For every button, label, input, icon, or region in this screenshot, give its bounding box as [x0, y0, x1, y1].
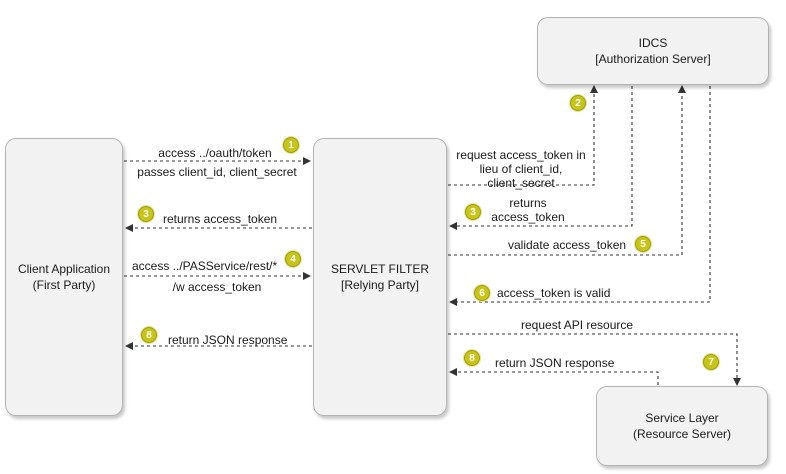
edge-label: passes client_id, client_secret: [137, 165, 297, 179]
arrow-5-filter-to-idcs: [448, 85, 686, 256]
step-badge-8: 8: [140, 326, 158, 344]
node-title: IDCS: [638, 36, 668, 50]
edge-label: access_token is valid: [497, 286, 611, 300]
node-subtitle: (First Party): [32, 278, 96, 292]
edge-label: /w access_token: [172, 280, 262, 294]
step-badge-8: 8: [463, 349, 481, 367]
service-layer-node: Service Layer (Resource Server): [596, 386, 768, 466]
step-badge-2: 2: [569, 94, 587, 112]
edge-label: access_token: [491, 210, 565, 224]
node-title: Client Application: [17, 262, 111, 276]
edge-label: return JSON response: [168, 333, 288, 347]
step-badge-1: 1: [282, 136, 300, 154]
node-title: SERVLET FILTER: [330, 262, 430, 276]
edge-label: request access_token in: [456, 148, 586, 162]
arrow-7-filter-to-service: [448, 333, 741, 386]
arrow-8-service-to-filter: [449, 368, 659, 385]
edge-label: returns access_token: [163, 212, 278, 226]
idcs-node: IDCS [Authorization Server]: [537, 17, 769, 85]
node-title: Service Layer: [645, 411, 719, 425]
client-application-node: Client Application (First Party): [5, 138, 123, 416]
edge-label: returns: [509, 196, 547, 210]
step-badge-7: 7: [702, 353, 720, 371]
edge-label: access ../oauth/token: [158, 146, 272, 160]
edge-label: request API resource: [521, 318, 634, 332]
step-badge-4: 4: [284, 250, 302, 268]
arrow-6-idcs-to-filter: [449, 86, 711, 306]
node-subtitle: [Authorization Server]: [595, 52, 711, 66]
arrow-3-idcs-to-filter: [449, 86, 633, 230]
step-badge-5: 5: [634, 235, 652, 253]
edge-label: client_secret: [487, 176, 555, 190]
node-subtitle: (Resource Server): [632, 427, 732, 441]
step-badge-6: 6: [473, 284, 491, 302]
servlet-filter-node: SERVLET FILTER [Relying Party]: [313, 138, 447, 416]
step-badge-3: 3: [464, 203, 482, 221]
edge-label: lieu of client_id,: [479, 162, 563, 176]
edge-label: access ../PASService/rest/*: [132, 259, 278, 273]
arrow-2-filter-to-idcs: [448, 85, 598, 186]
edge-label: validate access_token: [508, 238, 627, 252]
step-badge-3: 3: [137, 205, 155, 223]
edge-label: return JSON response: [495, 356, 615, 370]
node-subtitle: [Relying Party]: [340, 278, 420, 292]
